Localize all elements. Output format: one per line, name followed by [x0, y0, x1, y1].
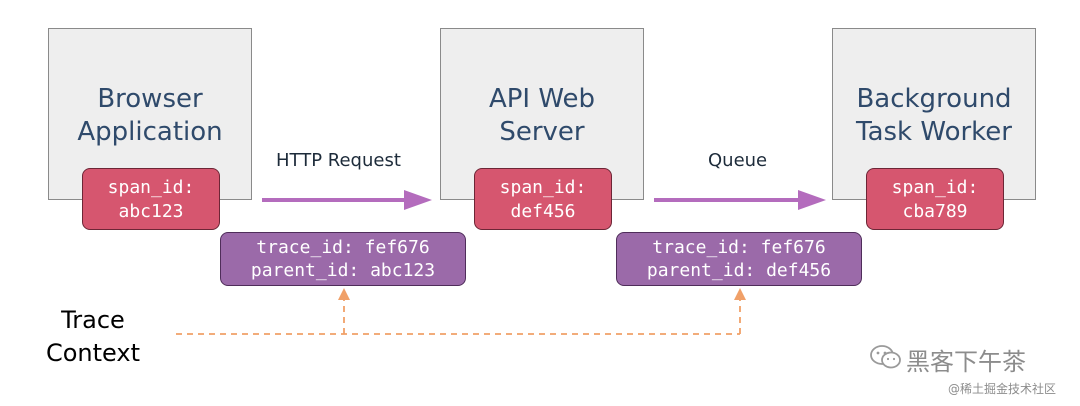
- trace-context-arrowhead-1: [338, 288, 350, 300]
- service-title: Background Task Worker: [856, 84, 1012, 147]
- trace-context-box-1: trace_id: fef676 parent_id: abc123: [220, 232, 466, 286]
- span-id-badge-browser: span_id: abc123: [82, 168, 220, 230]
- wechat-icon: [870, 345, 901, 369]
- edge-label-http-request: HTTP Request: [276, 150, 401, 171]
- watermark-name: 黑客下午茶: [906, 348, 1026, 376]
- span-id-badge-api: span_id: def456: [474, 168, 612, 230]
- trace-context-label: Trace Context: [45, 306, 141, 367]
- watermark-site: @稀土掘金技术社区: [948, 382, 1057, 396]
- service-title: API Web Server: [488, 84, 596, 147]
- trace-context-box-2: trace_id: fef676 parent_id: def456: [616, 232, 862, 286]
- span-id-badge-worker: span_id: cba789: [866, 168, 1004, 230]
- service-title: Browser Application: [77, 84, 223, 147]
- queue-arrowhead: [798, 190, 826, 210]
- watermark-logo: [870, 344, 902, 370]
- trace-context-dashed-line: [176, 298, 741, 335]
- http-request-arrowhead: [404, 190, 432, 210]
- edge-label-queue: Queue: [708, 150, 768, 171]
- trace-context-arrowhead-2: [734, 288, 746, 300]
